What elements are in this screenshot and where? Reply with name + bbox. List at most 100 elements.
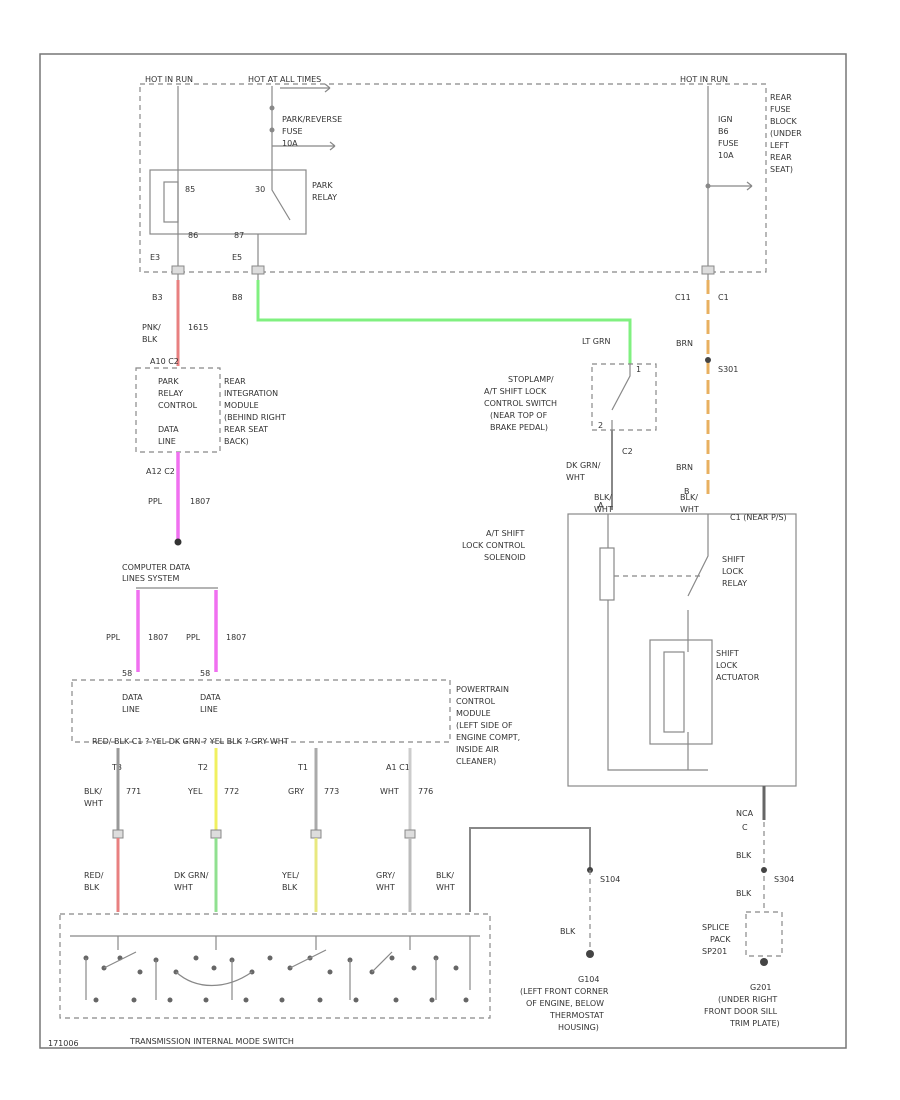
- wire-nca-label: NCA C: [736, 809, 754, 832]
- svg-text:58: 58: [200, 669, 210, 678]
- svg-text:FUSE: FUSE: [770, 105, 791, 114]
- shift-lock-actuator-box: [649, 639, 713, 745]
- splice-pack-label: SPLICE PACK SP201: [702, 923, 731, 956]
- svg-text:WHT: WHT: [436, 883, 455, 892]
- shift-lock-relay-switch: [687, 514, 709, 640]
- svg-text:INTEGRATION: INTEGRATION: [224, 389, 278, 398]
- rim-description: REAR INTEGRATION MODULE (BEHIND RIGHT RE…: [224, 377, 286, 446]
- wire-dk-grn-wht-label: DK GRN/ WHT: [566, 461, 601, 482]
- hot-at-all-times: HOT AT ALL TIMES: [248, 75, 321, 84]
- shift-lock-blk-wht-b: BLK/ WHT: [680, 493, 699, 514]
- ground-g104-label: G104 (LEFT FRONT CORNER OF ENGINE, BELOW…: [520, 975, 609, 1032]
- svg-text:LOCK CONTROL: LOCK CONTROL: [462, 541, 525, 550]
- svg-text:BLK/: BLK/: [84, 787, 102, 796]
- conn-e3: E3: [150, 253, 160, 262]
- svg-text:GRY/: GRY/: [376, 871, 395, 880]
- svg-text:WHT: WHT: [84, 799, 103, 808]
- solenoid-coil-icon: [599, 547, 615, 601]
- svg-text:PARK: PARK: [312, 181, 333, 190]
- wire-771-label: BLK/ WHT 771: [84, 787, 141, 808]
- relay-switch-icon: [271, 170, 291, 221]
- svg-text:DK GRN/: DK GRN/: [174, 871, 209, 880]
- svg-text:SP201: SP201: [702, 947, 727, 956]
- svg-text:LINE: LINE: [158, 437, 176, 446]
- svg-text:WHT: WHT: [376, 883, 395, 892]
- svg-text:B6: B6: [718, 127, 729, 136]
- relay-coil-icon: [163, 181, 179, 223]
- park-reverse-fuse-label: PARK/REVERSE FUSE 10A: [282, 115, 342, 148]
- svg-text:BLOCK: BLOCK: [770, 117, 798, 126]
- hot-in-run-left: HOT IN RUN: [145, 75, 193, 84]
- shift-lock-conn: C1 (NEAR P/S): [730, 513, 787, 522]
- wire-ppl-pcm-2-label: PPL 1807: [186, 633, 246, 642]
- svg-text:58: 58: [122, 669, 132, 678]
- svg-text:2: 2: [598, 421, 603, 430]
- shift-lock-blk-wht-a: BLK/ WHT: [594, 493, 613, 514]
- wire-lt-grn: [256, 280, 632, 364]
- svg-text:INSIDE AIR: INSIDE AIR: [456, 745, 499, 754]
- svg-text:DK GRN/: DK GRN/: [566, 461, 601, 470]
- svg-text:BLK/: BLK/: [436, 871, 454, 880]
- pcm-bottom-row: RED/ BLK C1 ? YEL DK GRN ? YEL BLK ? GRY…: [92, 737, 289, 746]
- svg-text:LINES SYSTEM: LINES SYSTEM: [122, 574, 179, 583]
- splice-s304: S304: [774, 875, 794, 884]
- svg-text:(NEAR TOP OF: (NEAR TOP OF: [490, 411, 548, 420]
- svg-text:OF ENGINE, BELOW: OF ENGINE, BELOW: [526, 999, 604, 1008]
- svg-text:HOUSING): HOUSING): [558, 1023, 599, 1032]
- fuse-block-box: [139, 83, 767, 273]
- svg-text:85: 85: [185, 185, 195, 194]
- svg-text:CLEANER): CLEANER): [456, 757, 496, 766]
- svg-text:RELAY: RELAY: [312, 193, 337, 202]
- pcm-description: POWERTRAIN CONTROL MODULE (LEFT SIDE OF …: [456, 685, 520, 766]
- svg-text:WHT: WHT: [380, 787, 399, 796]
- svg-text:REAR SEAT: REAR SEAT: [224, 425, 268, 434]
- svg-text:776: 776: [418, 787, 433, 796]
- svg-text:86: 86: [188, 231, 198, 240]
- svg-text:T3: T3: [111, 763, 122, 772]
- actuator-coil-icon: [663, 651, 685, 733]
- ground-right-blk2: BLK: [736, 889, 752, 898]
- svg-text:PARK/REVERSE: PARK/REVERSE: [282, 115, 342, 124]
- svg-text:T1: T1: [297, 763, 308, 772]
- wire-b8: B8: [232, 293, 243, 302]
- svg-text:1807: 1807: [226, 633, 246, 642]
- svg-text:SPLICE: SPLICE: [702, 923, 729, 932]
- svg-text:10A: 10A: [718, 151, 734, 160]
- svg-text:NCA: NCA: [736, 809, 754, 818]
- svg-text:RELAY: RELAY: [158, 389, 183, 398]
- svg-text:1807: 1807: [190, 497, 210, 506]
- svg-text:LINE: LINE: [200, 705, 218, 714]
- svg-text:G104: G104: [578, 975, 599, 984]
- ground-g104-icon: [586, 950, 594, 958]
- svg-text:G201: G201: [750, 983, 771, 992]
- ground-right-blk1: BLK: [736, 851, 752, 860]
- park-relay-box: [149, 169, 307, 235]
- svg-text:LEFT: LEFT: [770, 141, 789, 150]
- footer-code: 171006: [48, 1039, 79, 1048]
- ground-g201-icon: [760, 958, 768, 966]
- switch-wire-labels: RED/ BLK DK GRN/ WHT YEL/ BLK GRY/ WHT B…: [84, 871, 455, 892]
- stoplamp-label: STOPLAMP/ A/T SHIFT LOCK CONTROL SWITCH …: [484, 375, 557, 432]
- svg-text:THERMOSTAT: THERMOSTAT: [549, 1011, 604, 1020]
- svg-text:COMPUTER DATA: COMPUTER DATA: [122, 563, 191, 572]
- svg-text:(BEHIND RIGHT: (BEHIND RIGHT: [224, 413, 286, 422]
- splice-pack-box: [745, 911, 783, 957]
- splice-s104: S104: [600, 875, 620, 884]
- svg-text:(LEFT FRONT CORNER: (LEFT FRONT CORNER: [520, 987, 609, 996]
- mode-switch-contacts: [83, 955, 469, 1003]
- svg-text:WHT: WHT: [594, 505, 613, 514]
- svg-text:BLK: BLK: [84, 883, 100, 892]
- svg-text:IGN: IGN: [718, 115, 733, 124]
- svg-text:10A: 10A: [282, 139, 298, 148]
- svg-text:WHT: WHT: [680, 505, 699, 514]
- pcm-box: [71, 679, 451, 743]
- svg-text:FUSE: FUSE: [718, 139, 739, 148]
- wire-772-label: YEL 772: [187, 787, 239, 796]
- svg-text:LOCK: LOCK: [722, 567, 744, 576]
- wire-lt-grn-label: LT GRN: [582, 337, 611, 346]
- svg-text:RED/: RED/: [84, 871, 104, 880]
- wire-c1: C1: [718, 293, 729, 302]
- svg-text:PPL: PPL: [186, 633, 201, 642]
- svg-text:30: 30: [255, 185, 265, 194]
